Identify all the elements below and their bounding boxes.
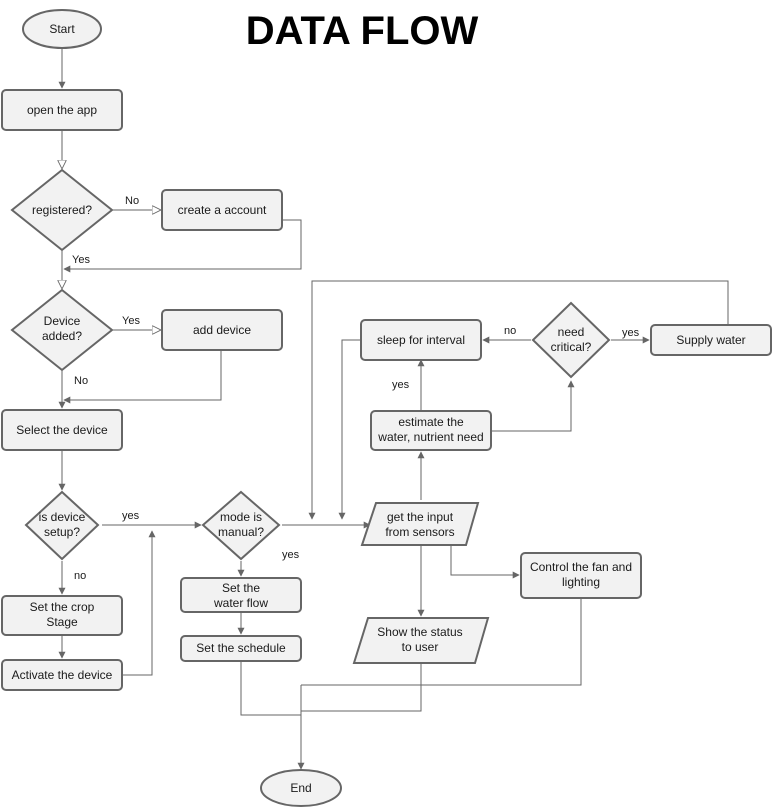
node-set-schedule: Set the schedule <box>180 635 302 662</box>
water-flow-box <box>180 577 302 613</box>
node-get-sensor-input: get the input from sensors <box>360 502 480 546</box>
node-set-water-flow: Set the water flow <box>180 577 302 613</box>
node-set-crop-stage: Set the crop Stage <box>1 595 123 636</box>
sleep-label: sleep for interval <box>377 333 465 347</box>
sensors-label-line1: get the input <box>387 510 454 524</box>
node-need-critical: need critical? <box>531 301 611 379</box>
node-activate-device: Activate the device <box>1 659 123 691</box>
is-setup-label-line2: setup? <box>44 525 80 539</box>
start-label: Start <box>49 22 75 36</box>
edge-label-critical-yes: yes <box>622 327 640 339</box>
node-select-device: Select the device <box>1 409 123 451</box>
registered-decision-shape <box>10 168 114 252</box>
edge-label-manual-yes: yes <box>282 549 300 561</box>
estimate-label-line2: water, nutrient need <box>377 430 483 444</box>
edge-label-registered-no: No <box>125 195 139 207</box>
crop-stage-label-line1: Set the crop <box>30 600 95 614</box>
mode-manual-decision-shape <box>201 490 281 561</box>
add-device-box <box>161 309 283 351</box>
status-label-line1: Show the status <box>377 625 462 639</box>
mode-manual-label-line1: mode is <box>220 510 262 524</box>
schedule-label: Set the schedule <box>196 641 286 655</box>
crop-stage-box <box>1 595 123 636</box>
end-label: End <box>290 781 311 795</box>
need-critical-decision-shape <box>531 301 611 379</box>
edge-label-setup-yes: yes <box>122 510 140 522</box>
node-estimate-need: estimate the water, nutrient need <box>370 410 492 451</box>
edge-fan-to-end <box>301 598 582 686</box>
start-terminal-shape <box>22 9 102 49</box>
fan-label-line2: lighting <box>562 575 600 589</box>
activate-label: Activate the device <box>12 668 113 682</box>
estimate-box <box>370 410 492 451</box>
end-terminal-shape <box>260 769 342 807</box>
edge-status-to-end <box>301 663 422 712</box>
edge-label-device-yes: Yes <box>122 315 140 327</box>
edge-labels: No Yes Yes No yes no yes yes no yes <box>72 195 640 582</box>
sensors-label-line2: from sensors <box>385 525 454 539</box>
edge-label-critical-no: no <box>504 325 516 337</box>
open-app-label: open the app <box>27 103 97 117</box>
water-flow-label-line1: Set the <box>222 581 260 595</box>
node-registered: registered? <box>10 168 114 252</box>
edge-supply-loop <box>308 280 729 520</box>
node-add-device: add device <box>161 309 283 351</box>
need-critical-label-line2: critical? <box>551 340 592 354</box>
node-open-app: open the app <box>1 89 123 131</box>
edge-add-device-return <box>63 350 222 404</box>
node-control-fan-lighting: Control the fan and lighting <box>520 552 642 599</box>
page-title: DATA FLOW <box>246 9 479 53</box>
edge-label-device-no: No <box>74 375 88 387</box>
edge-label-setup-no: no <box>74 570 86 582</box>
node-show-status: Show the status to user <box>352 617 490 664</box>
supply-label: Supply water <box>676 333 745 347</box>
mode-manual-label-line2: manual? <box>218 525 264 539</box>
edge-sensors-to-fan <box>450 545 520 579</box>
device-added-decision-shape <box>10 288 114 372</box>
node-start: Start <box>22 9 102 49</box>
node-sleep-interval: sleep for interval <box>360 319 482 361</box>
need-critical-label-line1: need <box>558 325 585 339</box>
edge-account-return <box>63 219 302 273</box>
edge-estimate-to-critical <box>491 380 575 432</box>
edge-activate-return <box>122 530 156 676</box>
select-device-box <box>1 409 123 451</box>
create-account-box <box>161 189 283 231</box>
edge-schedule-to-end <box>240 661 301 716</box>
fan-label-line1: Control the fan and <box>530 560 632 574</box>
node-device-added: Device added? <box>10 288 114 372</box>
node-mode-manual: mode is manual? <box>201 490 281 561</box>
add-device-label: add device <box>193 323 251 337</box>
node-create-account: create a account <box>161 189 283 231</box>
edge-sleep-loop <box>338 339 361 520</box>
sleep-box <box>360 319 482 361</box>
node-supply-water: Supply water <box>650 324 772 356</box>
node-end: End <box>260 769 342 807</box>
device-added-label-line1: Device <box>44 314 81 328</box>
edge-label-estimate-yes: yes <box>392 379 410 391</box>
crop-stage-label-line2: Stage <box>46 615 78 629</box>
device-added-label-line2: added? <box>42 329 82 343</box>
supply-box <box>650 324 772 356</box>
select-device-label: Select the device <box>16 423 108 437</box>
create-account-label: create a account <box>178 203 267 217</box>
edges <box>62 48 729 770</box>
open-app-box <box>1 89 123 131</box>
edge-label-registered-yes: Yes <box>72 254 90 266</box>
activate-box <box>1 659 123 691</box>
is-setup-label-line1: is device <box>39 510 86 524</box>
is-setup-decision-shape <box>24 490 100 561</box>
estimate-label-line1: estimate the <box>398 415 464 429</box>
water-flow-label-line2: water flow <box>213 596 268 610</box>
schedule-box <box>180 635 302 662</box>
registered-label: registered? <box>32 203 92 217</box>
status-label-line2: to user <box>402 640 439 654</box>
fan-box <box>520 552 642 599</box>
status-io-shape <box>352 617 490 664</box>
node-is-device-setup: is device setup? <box>24 490 100 561</box>
sensors-io-shape <box>360 502 480 546</box>
